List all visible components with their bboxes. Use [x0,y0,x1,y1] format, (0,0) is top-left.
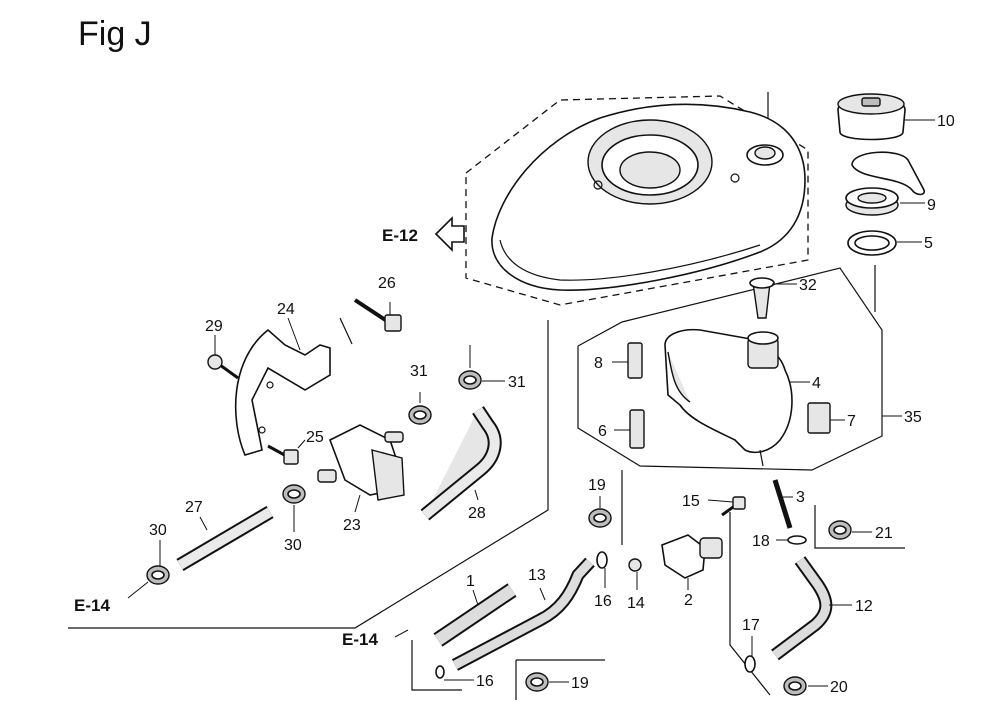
callout-35: 35 [904,409,922,426]
callout-26: 26 [378,275,396,292]
callout-30-left: 30 [149,522,167,539]
callout-18: 18 [752,533,770,550]
callout-16-upper: 16 [594,593,612,610]
callout-31-left: 31 [410,363,428,380]
clip-16-lower [435,665,445,679]
clamp-19-lower [525,672,549,692]
boundary-lines [68,92,905,700]
ref-e14-left: E-14 [74,596,110,615]
air-cleaner-cover [491,103,806,291]
callout-12: 12 [855,598,873,615]
callout-30-right: 30 [284,537,302,554]
callout-2: 2 [684,592,693,609]
strainer-ring [845,187,899,216]
tank-clip-7 [807,402,831,434]
callout-6: 6 [598,423,607,440]
clamp-31-right [458,370,482,390]
callout-21: 21 [875,525,893,542]
hose-12 [771,556,833,661]
clamp-19-upper [588,508,612,528]
callout-7: 7 [847,413,856,430]
callout-23: 23 [343,517,361,534]
strainer-cup [749,277,775,319]
fuel-tank [664,328,793,467]
clamp-20 [783,676,807,696]
ref-e12: E-12 [382,226,418,245]
clamp-30-right [282,484,306,504]
washer-18 [787,535,807,545]
bolt-15 [721,496,746,517]
seal-ring [847,230,897,256]
clamp-31-left [408,405,432,425]
hose-13 [451,557,595,671]
hose-28 [420,406,502,521]
hose-1 [433,583,517,647]
callout-20: 20 [830,679,848,696]
callout-1: 1 [466,573,475,590]
callout-25: 25 [306,429,324,446]
callout-31-right: 31 [508,374,526,391]
callout-13: 13 [528,567,546,584]
callout-3: 3 [796,489,805,506]
callout-28: 28 [468,505,486,522]
callout-16-lower: 16 [476,673,494,690]
screw-26 [353,298,402,332]
callout-8: 8 [594,355,603,372]
bolt-3 [772,479,793,529]
clamp-30-left [146,565,170,585]
callout-19-lower: 19 [571,675,589,692]
fuel-joint [661,534,723,579]
screw-25 [267,444,299,465]
callout-15: 15 [682,493,700,510]
callout-19-upper: 19 [588,477,606,494]
callout-14: 14 [627,595,645,612]
callout-9: 9 [927,197,936,214]
leader-lines [127,119,935,687]
callout-5: 5 [924,235,933,252]
callout-labels: 10 9 5 32 4 7 35 8 6 3 15 18 21 12 17 20… [149,113,955,696]
clip-17 [744,655,756,673]
figure-title: Fig J [78,15,152,53]
washer-16 [596,551,608,569]
e12-direction-arrow [434,216,465,252]
fuel-cock [317,424,405,501]
callout-32: 32 [799,277,817,294]
mounting-bracket [234,328,331,456]
tank-clip-8 [627,342,643,379]
tank-clip-6 [629,409,645,449]
screw-29 [207,354,239,380]
callout-24: 24 [277,301,295,318]
callout-10: 10 [937,113,955,130]
washer-14 [628,558,642,572]
clamp-21 [828,520,852,540]
callout-27: 27 [185,499,203,516]
callout-29: 29 [205,318,223,335]
fuel-cap [837,93,906,141]
callout-17: 17 [742,617,760,634]
hose-27 [176,505,274,572]
cap-gasket [851,151,926,196]
callout-4: 4 [812,375,821,392]
ref-e14-mid: E-14 [342,630,378,649]
